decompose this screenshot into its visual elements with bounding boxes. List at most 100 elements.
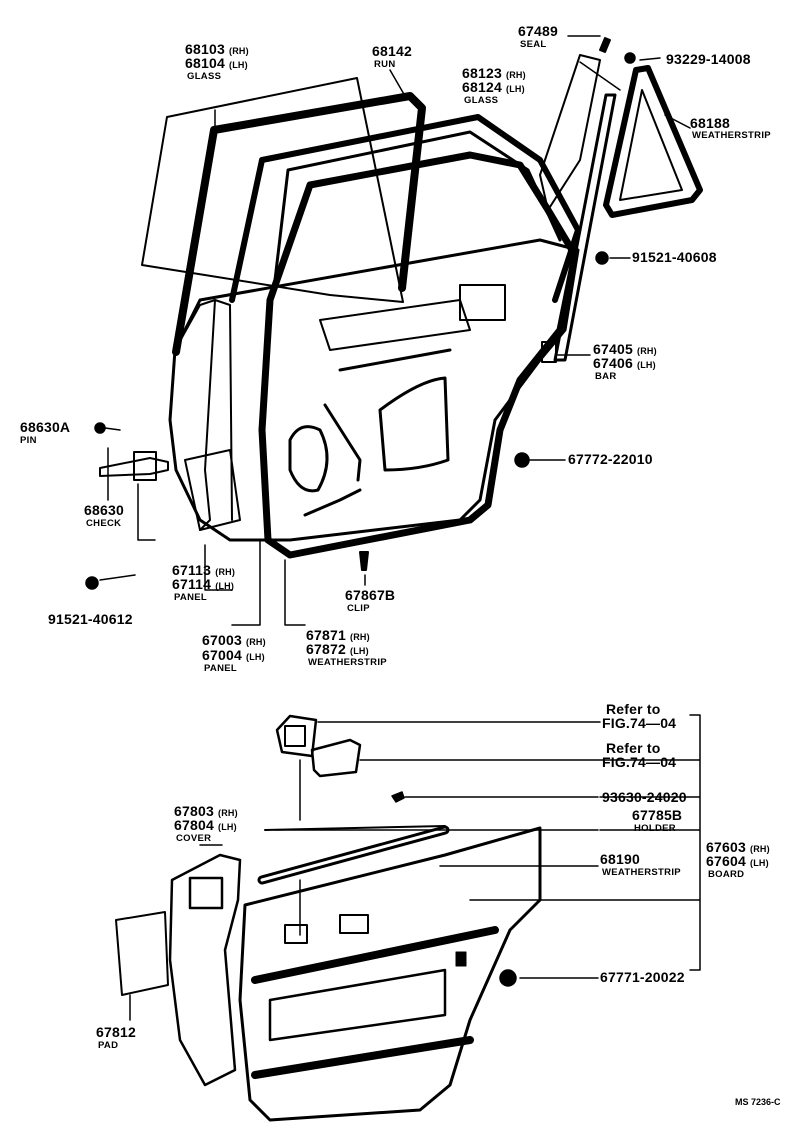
label-clip-67771: 67771-20022 <box>600 969 685 985</box>
inside-handle-bezel <box>275 714 318 758</box>
label-holder-name: HOLDER <box>634 823 676 834</box>
label-cover-name: COVER <box>176 833 212 844</box>
label-panel-outer-name: PANEL <box>204 663 237 674</box>
label-cover-67803: 67803 (RH) <box>174 804 238 818</box>
label-panel-67003: 67003 (RH) <box>202 633 266 647</box>
belt-weatherstrip-inner <box>260 828 447 882</box>
rh-marker: (RH) <box>215 567 236 577</box>
label-cover-67804: 67804 (LH) <box>174 818 237 832</box>
label-weatherstrip-door-name: WEATHERSTRIP <box>308 657 387 668</box>
label-quarter-glass-name: GLASS <box>464 95 499 106</box>
label-run-68142: 68142 <box>372 43 412 59</box>
rh-marker: (RH) <box>506 70 526 80</box>
trim-board-hole-2 <box>339 914 369 934</box>
door-check-pin <box>94 422 106 434</box>
label-bar-name: BAR <box>595 371 617 382</box>
label-refer-1-line1: Refer to <box>606 701 661 717</box>
part-number: 67406 <box>593 355 633 371</box>
quarter-glass <box>539 54 601 211</box>
label-weatherstrip-qtr-name: WEATHERSTRIP <box>692 130 771 141</box>
label-glass-68123: 68123 (RH) <box>462 66 526 80</box>
door-window-frame <box>229 114 581 303</box>
label-panel-67004: 67004 (LH) <box>202 648 265 662</box>
trim-board-panel <box>268 968 447 1042</box>
label-glass-68104: 68104 (LH) <box>185 56 248 70</box>
figure-code: MS 7236-C <box>735 1097 781 1107</box>
lh-marker: (LH) <box>637 360 656 370</box>
part-number: 67113 <box>172 562 212 578</box>
label-panel-67114: 67114 (LH) <box>172 577 234 591</box>
label-screw-93229: 93229-14008 <box>666 51 751 67</box>
rh-marker: (RH) <box>350 632 370 642</box>
label-refer-2-line1: Refer to <box>606 740 661 756</box>
trim-board-hole-1 <box>284 924 308 944</box>
lh-marker: (LH) <box>246 652 265 662</box>
label-screw-91521-40608: 91521-40608 <box>632 249 717 265</box>
screw-91521-40612 <box>85 576 99 590</box>
label-bar-67405: 67405 (RH) <box>593 342 657 356</box>
label-board-67604: 67604 (LH) <box>706 854 769 868</box>
door-check-bracket <box>133 451 157 481</box>
label-run-name: RUN <box>374 59 396 70</box>
rh-marker: (RH) <box>246 637 266 647</box>
rear-door-glass <box>141 77 404 303</box>
label-weatherstrip-67872: 67872 (LH) <box>306 642 369 656</box>
trim-pad <box>115 911 169 996</box>
rh-marker: (RH) <box>229 46 249 56</box>
label-seal-67489: 67489 <box>518 23 558 39</box>
label-board-67603: 67603 (RH) <box>706 840 770 854</box>
screw-67772 <box>514 452 530 468</box>
quarter-weatherstrip <box>603 65 703 218</box>
trim-board-lower-band <box>251 1036 474 1079</box>
label-refer-2-line2: FIG.74—04 <box>602 754 677 770</box>
label-board-name: BOARD <box>708 869 745 880</box>
hinge-pillar <box>174 299 233 531</box>
label-weatherstrip-68190: 68190 <box>600 851 640 867</box>
label-clip-name: CLIP <box>347 603 370 614</box>
inner-panel-rib <box>303 348 452 517</box>
part-number: 67003 <box>202 632 242 648</box>
trim-cover <box>168 853 242 1087</box>
leader-lines-upper <box>99 35 691 626</box>
label-check-name: CHECK <box>86 518 122 529</box>
label-pin-name: PIN <box>20 435 37 446</box>
clip-67867b <box>359 551 369 571</box>
leader-lines-lower <box>129 714 701 1021</box>
label-pad-67812: 67812 <box>96 1024 136 1040</box>
bar-bracket <box>541 341 557 363</box>
lh-marker: (LH) <box>215 581 235 591</box>
label-glass-68103: 68103 (RH) <box>185 42 249 56</box>
label-pad-name: PAD <box>98 1040 119 1051</box>
inner-panel-cutout-large <box>378 376 450 472</box>
label-pin-68630a: 68630A <box>20 419 71 435</box>
label-panel-67113: 67113 (RH) <box>172 563 235 577</box>
part-number: 68104 <box>185 55 225 71</box>
lh-marker: (LH) <box>750 858 769 868</box>
screw-93630 <box>391 791 405 803</box>
inner-panel-slot <box>459 284 506 321</box>
label-weatherstrip-68188: 68188 <box>690 115 730 131</box>
label-glass-68124: 68124 (LH) <box>462 80 525 94</box>
label-holder-67785b: 67785B <box>632 807 683 823</box>
part-number: 67004 <box>202 647 242 663</box>
screw-93229 <box>624 52 636 64</box>
label-bar-67406: 67406 (LH) <box>593 356 656 370</box>
division-bar <box>553 93 617 362</box>
screw-91521-40608 <box>595 251 609 265</box>
inside-handle-bezel-opening <box>284 725 306 747</box>
lh-marker: (LH) <box>350 646 369 656</box>
seal-strip <box>599 37 611 53</box>
clip-67771 <box>499 969 517 987</box>
trim-board-upper-band <box>251 926 499 984</box>
part-number: 67114 <box>172 576 212 592</box>
lh-marker: (LH) <box>218 822 237 832</box>
part-number: 67804 <box>174 817 214 833</box>
label-screw-93630: 93630-24020 <box>602 789 687 805</box>
door-check <box>99 457 169 477</box>
label-refer-1-line2: FIG.74—04 <box>602 715 677 731</box>
trim-board-switch <box>455 951 467 967</box>
part-number: 68124 <box>462 79 502 95</box>
rh-marker: (RH) <box>218 808 238 818</box>
part-number: 67604 <box>706 853 746 869</box>
